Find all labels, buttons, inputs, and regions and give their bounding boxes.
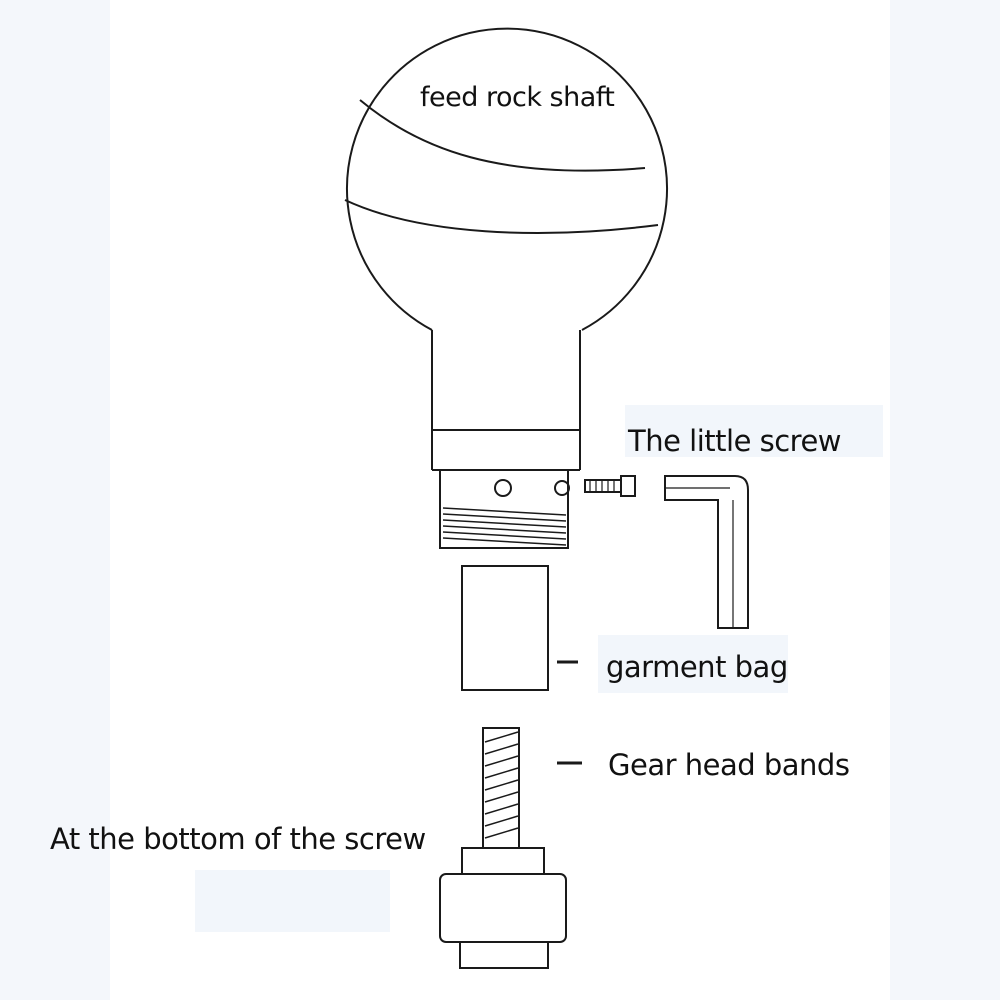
label-background-little-screw <box>625 405 883 457</box>
label-bottom-of-screw: At the bottom of the screw <box>50 822 426 856</box>
feed-rock-shaft-ball <box>344 27 668 331</box>
little-screw <box>584 475 636 497</box>
gear-head-bands-rod <box>482 727 582 849</box>
threaded-collar <box>439 469 570 549</box>
hex-key <box>664 475 749 629</box>
label-gear-head-bands: Gear head bands <box>608 748 850 782</box>
screw-base <box>439 847 567 969</box>
shaft-body <box>431 330 581 471</box>
label-background-bottom <box>195 870 390 932</box>
label-background-garment-bag <box>598 635 788 693</box>
label-feed-rock-shaft: feed rock shaft <box>420 82 615 113</box>
label-garment-bag: garment bag <box>606 650 788 684</box>
garment-bag-sleeve <box>461 565 578 691</box>
label-little-screw: The little screw <box>628 424 842 458</box>
